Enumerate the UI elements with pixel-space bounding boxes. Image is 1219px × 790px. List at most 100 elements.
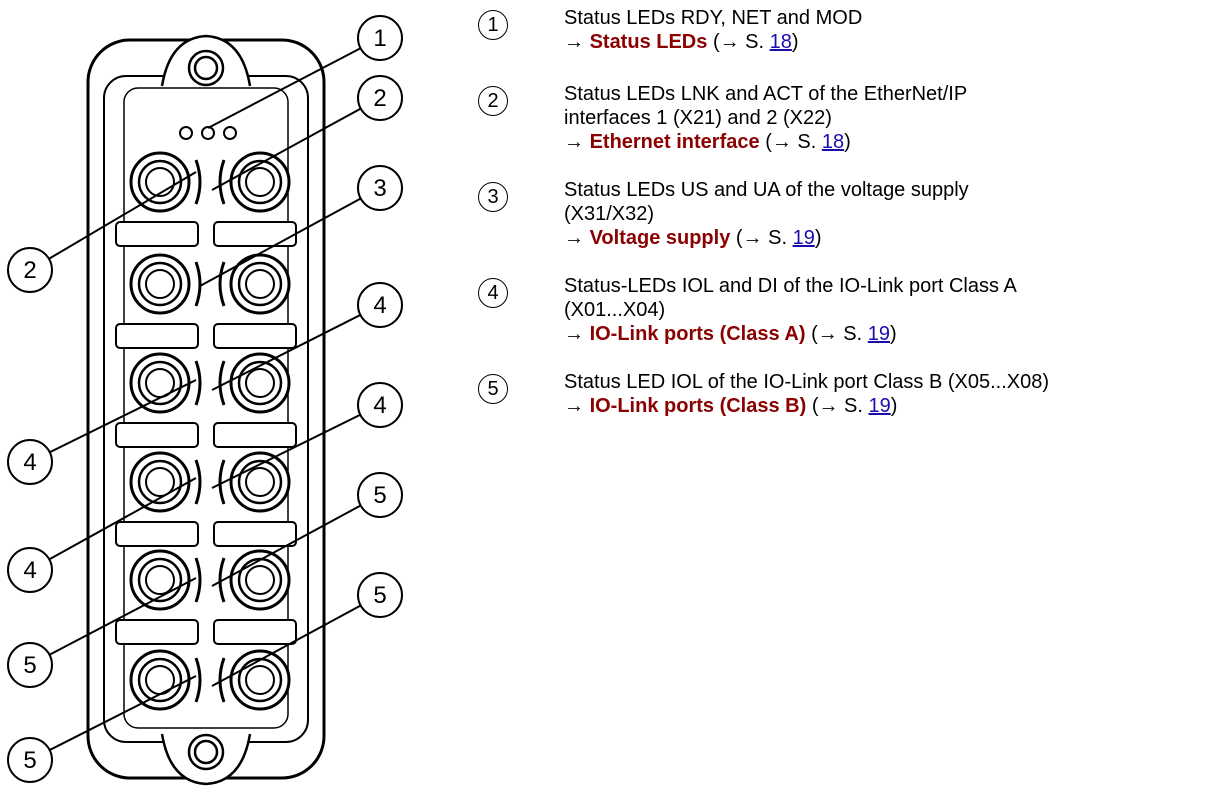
legend-description: Status LED IOL of the IO-Link port Class… — [564, 371, 1050, 393]
reference-open: (→ S. — [712, 31, 765, 53]
mounting-hole — [187, 49, 225, 87]
callout-leader — [211, 314, 361, 391]
callout-bubble — [357, 15, 403, 61]
legend-description: Status LEDs US and UA of the voltage sup… — [564, 179, 969, 201]
housing-panel — [123, 87, 289, 729]
legend-reference: → Voltage supply (→ S. 19) — [564, 226, 1213, 250]
callout-label: 4 — [23, 557, 36, 584]
separator-ridge — [115, 422, 199, 448]
page-link[interactable]: 19 — [792, 227, 815, 249]
page-link[interactable]: 19 — [868, 395, 891, 417]
port-ring — [137, 360, 183, 406]
port-ring — [237, 360, 283, 406]
reference-close: ) — [814, 227, 822, 249]
port-ring — [137, 261, 183, 307]
reference-close: ) — [791, 31, 799, 53]
port-socket — [245, 665, 275, 695]
legend-description: Status LEDs RDY, NET and MOD — [564, 7, 863, 29]
callout-leader — [48, 171, 197, 260]
reference-open: (→ S. — [765, 131, 817, 153]
port-ring — [237, 459, 283, 505]
legend-description: (X31/X32) — [564, 203, 655, 225]
status-led — [223, 126, 237, 140]
legend-reference: → IO-Link ports (Class A) (→ S. 19) — [564, 322, 1213, 346]
callout-bubble — [357, 75, 403, 121]
callout-leader — [49, 379, 197, 454]
legend-number-4: 4 — [478, 278, 508, 308]
separator-ridge — [115, 323, 199, 349]
callout-label: 4 — [373, 292, 386, 319]
page-link[interactable]: 18 — [821, 131, 845, 153]
legend-reference: → IO-Link ports (Class B) (→ S. 19) — [564, 394, 1213, 418]
legend-text-1: Status LEDs RDY, NET and MOD → Status LE… — [564, 6, 1213, 54]
arrow-icon: → — [564, 395, 584, 417]
legend-number-1: 1 — [478, 10, 508, 40]
led-arc — [194, 360, 202, 406]
separator-ridge — [213, 619, 297, 645]
reference-open: (→ S. — [811, 323, 863, 345]
callout-bubble — [357, 472, 403, 518]
separator-ridge — [115, 521, 199, 547]
page-link[interactable]: 19 — [867, 323, 891, 345]
legend-reference: → Ethernet interface (→ S. 18) — [564, 130, 1213, 154]
legend-description: Status-LEDs IOL and DI of the IO-Link po… — [564, 275, 1017, 297]
arrow-icon: → — [564, 31, 584, 53]
reference-title[interactable]: Voltage supply — [589, 227, 731, 249]
legend-number-2: 2 — [478, 86, 508, 116]
callout-label: 5 — [23, 747, 36, 774]
separator-ridge — [213, 521, 297, 547]
callout-label: 5 — [373, 582, 386, 609]
legend-description: interfaces 1 (X21) and 2 (X22) — [564, 107, 832, 129]
arrow-icon: → — [564, 227, 584, 249]
callout-bubble — [7, 247, 53, 293]
callout-leader — [49, 577, 197, 656]
callout-leader — [211, 604, 362, 687]
mounting-tab — [160, 733, 252, 786]
reference-title[interactable]: Status LEDs — [589, 31, 708, 53]
reference-open: (→ S. — [735, 227, 788, 249]
port-socket — [245, 368, 275, 398]
led-arc — [218, 159, 226, 205]
callout-bubble — [7, 439, 53, 485]
port-socket — [145, 167, 175, 197]
callout-leader — [207, 47, 361, 129]
separator-ridge — [115, 619, 199, 645]
callout-bubble — [7, 737, 53, 783]
port-socket — [245, 467, 275, 497]
callout-leader — [211, 107, 362, 191]
callout-bubble — [357, 165, 403, 211]
reference-close: ) — [890, 323, 897, 345]
legend-item-1: 1 Status LEDs RDY, NET and MOD → Status … — [478, 6, 1213, 72]
page-link[interactable]: 18 — [769, 31, 792, 53]
legend-item-4: 4 Status-LEDs IOL and DI of the IO-Link … — [478, 274, 1213, 360]
status-led — [179, 126, 193, 140]
arrow-icon: → — [564, 323, 584, 345]
callout-bubble — [357, 382, 403, 428]
callout-leader — [48, 477, 197, 561]
legend-item-2: 2 Status LEDs LNK and ACT of the EtherNe… — [478, 82, 1213, 168]
led-arc — [194, 459, 202, 505]
separator-ridge — [213, 221, 297, 247]
led-arc — [194, 159, 202, 205]
separator-ridge — [213, 323, 297, 349]
callout-label: 4 — [373, 392, 386, 419]
port-ring — [137, 459, 183, 505]
led-arc — [218, 459, 226, 505]
callout-bubble — [357, 282, 403, 328]
reference-title[interactable]: IO-Link ports (Class A) — [589, 323, 806, 345]
legend-text-2: Status LEDs LNK and ACT of the EtherNet/… — [564, 82, 1213, 154]
led-arc — [218, 360, 226, 406]
reference-title[interactable]: IO-Link ports (Class B) — [589, 395, 807, 417]
led-arc — [218, 261, 226, 307]
led-arc — [194, 657, 202, 703]
callout-leader — [211, 504, 362, 587]
mounting-hole-inner — [193, 739, 219, 765]
legend-number-5: 5 — [478, 374, 508, 404]
callout-label: 2 — [373, 85, 386, 112]
callout-leader — [199, 197, 362, 287]
reference-title[interactable]: Ethernet interface — [589, 131, 760, 153]
legend-item-3: 3 Status LEDs US and UA of the voltage s… — [478, 178, 1213, 264]
port-ring — [137, 557, 183, 603]
legend-reference: → Status LEDs (→ S. 18) — [564, 30, 1213, 54]
